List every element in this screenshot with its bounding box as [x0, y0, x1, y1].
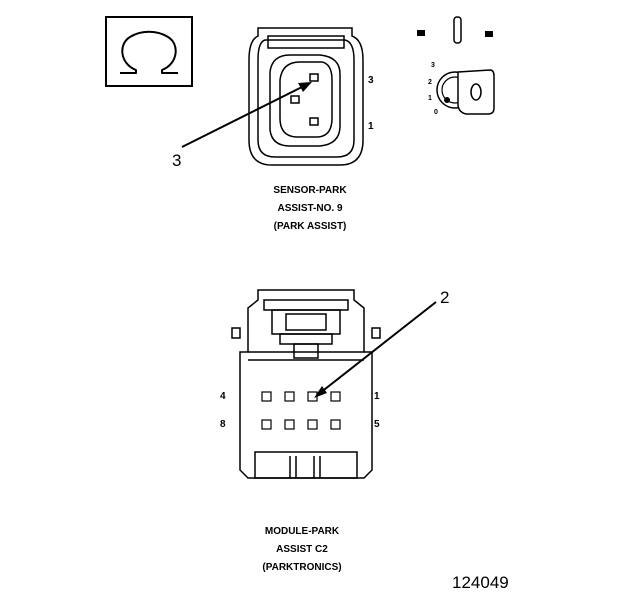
- omega-symbol-icon: [105, 16, 193, 87]
- module-caption-line-2: ASSIST C2: [276, 544, 328, 555]
- module-caption: MODULE-PARK ASSIST C2 (PARKTRONICS): [232, 523, 372, 577]
- key-position-2: 2: [428, 79, 432, 86]
- module-pin-label-1: 1: [374, 391, 380, 402]
- key-position-0: 0: [434, 109, 438, 116]
- module-pin-label-8: 8: [220, 419, 226, 430]
- sensor-caption: SENSOR-PARK ASSIST-NO. 9 (PARK ASSIST): [240, 182, 380, 236]
- module-callout-arrow: [314, 301, 437, 398]
- module-pin-label-4: 4: [220, 391, 226, 402]
- sensor-connector: [248, 27, 364, 166]
- sensor-caption-line-3: (PARK ASSIST): [273, 221, 347, 232]
- sensor-callout-arrow: [181, 82, 312, 148]
- sensor-callout-number: 3: [172, 151, 182, 170]
- sensor-pin-label-1: 1: [368, 121, 374, 132]
- module-caption-line-1: MODULE-PARK: [264, 526, 340, 537]
- sensor-pin-label-3: 3: [368, 75, 374, 86]
- module-connector: [231, 289, 381, 479]
- key-position-3: 3: [431, 62, 435, 69]
- key-position-1: 1: [428, 95, 432, 102]
- module-caption-line-3: (PARKTRONICS): [262, 562, 342, 573]
- sensor-caption-line-1: SENSOR-PARK: [273, 185, 347, 196]
- figure-number: 124049: [452, 573, 509, 592]
- module-pin-label-5: 5: [374, 419, 380, 430]
- module-callout-number: 2: [440, 288, 450, 307]
- sensor-caption-line-2: ASSIST-NO. 9: [277, 203, 343, 214]
- ignition-key-icon: [417, 16, 495, 115]
